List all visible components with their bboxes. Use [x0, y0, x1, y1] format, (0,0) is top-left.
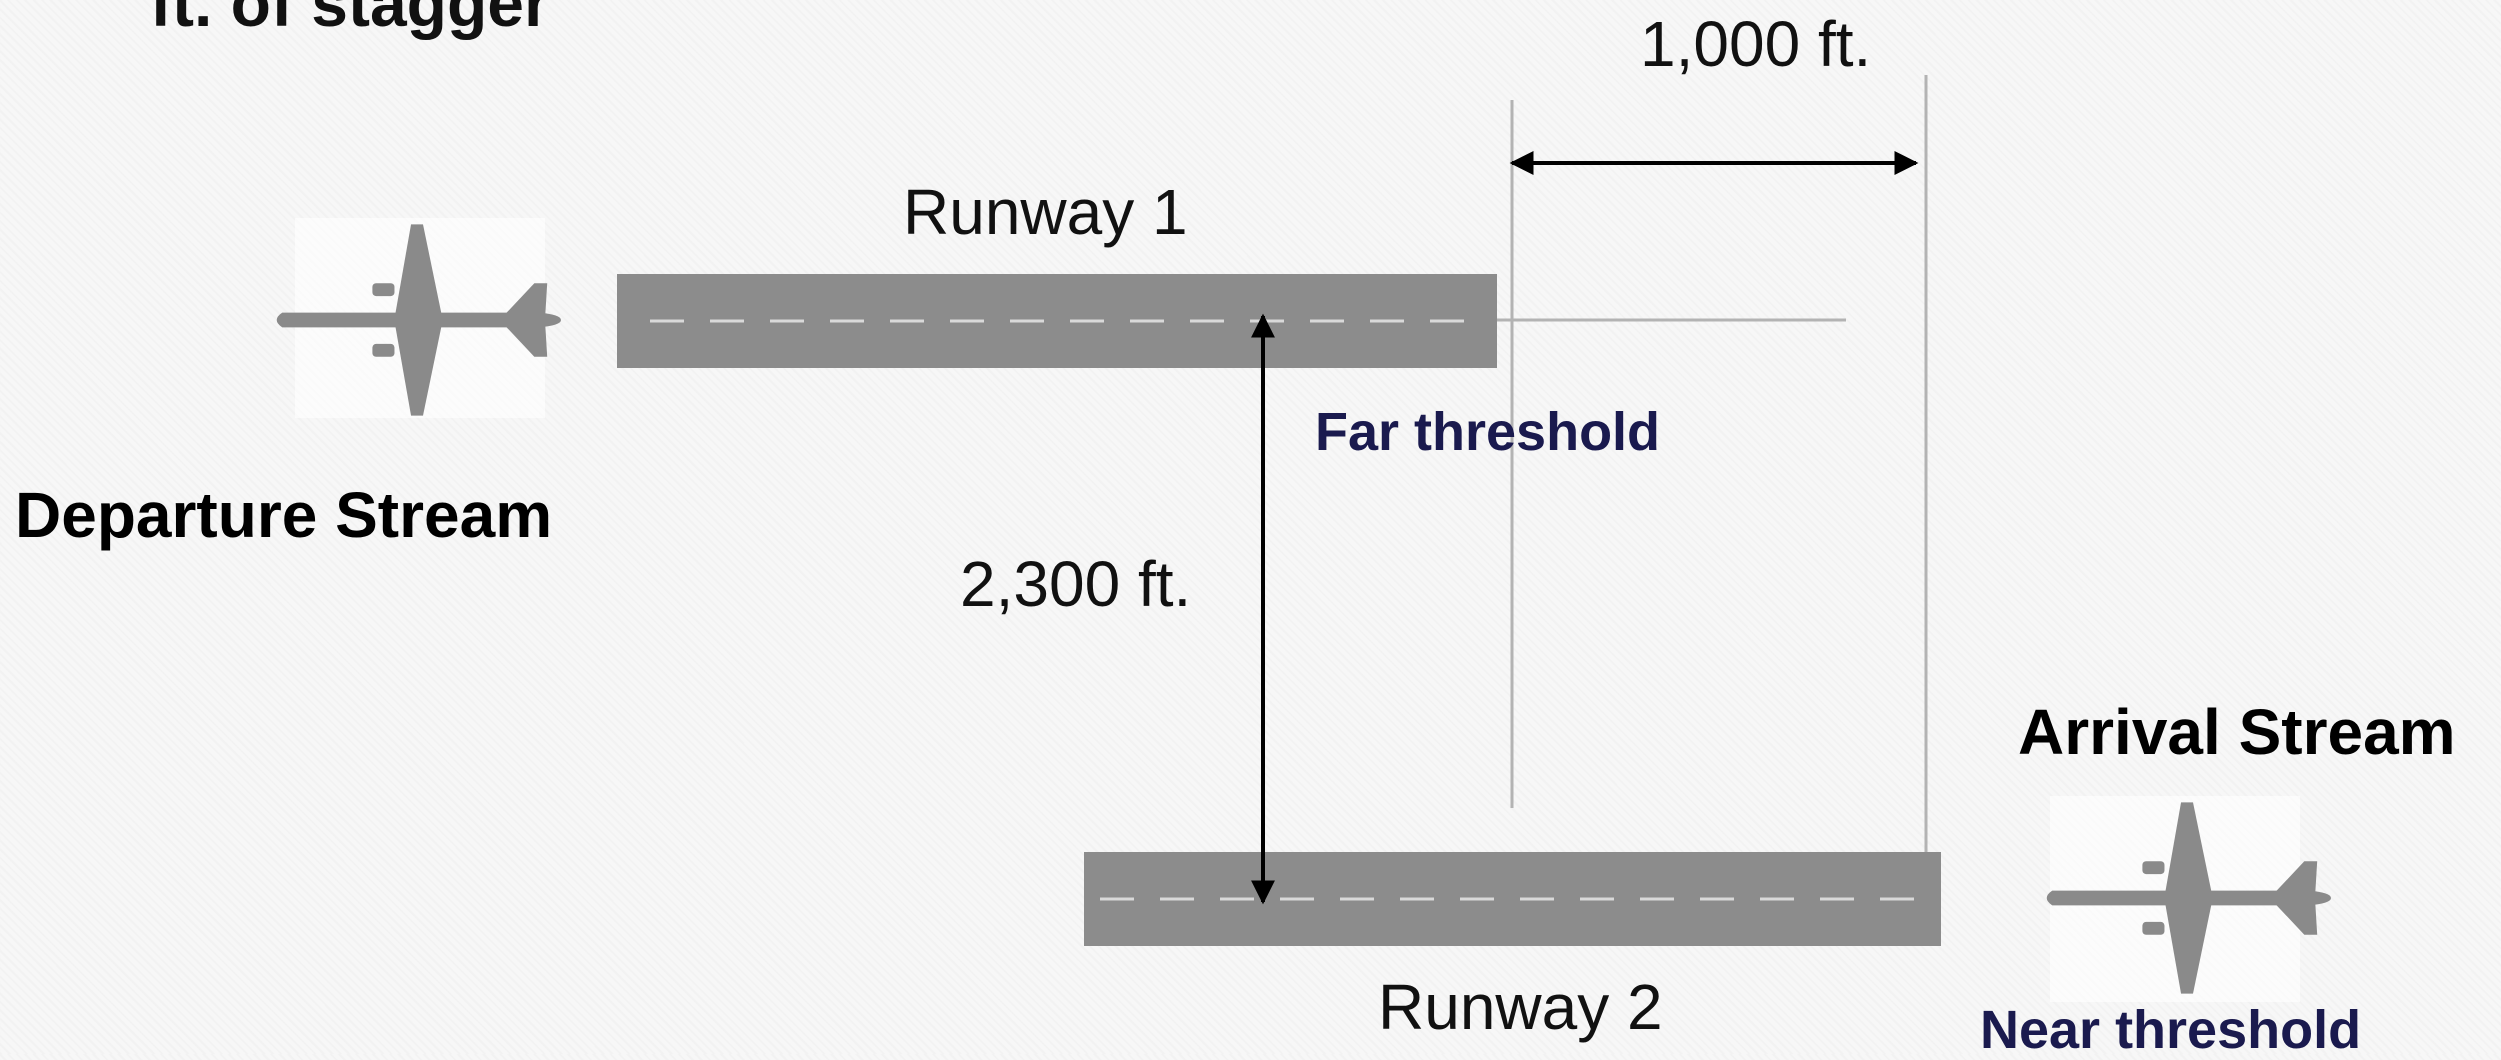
separation-distance-label: 2,300 ft.: [960, 548, 1192, 620]
diagram-heading: ft. of stagger: [150, 0, 550, 40]
runway-2-label: Runway 2: [1378, 971, 1663, 1043]
runway-1-label: Runway 1: [903, 176, 1188, 248]
stagger-distance-label: 1,000 ft.: [1640, 8, 1872, 80]
arrival-stream-label: Arrival Stream: [2018, 696, 2456, 768]
runway-1: [617, 274, 1497, 368]
near-threshold-label: Near threshold: [1980, 1000, 2362, 1060]
runway-2: [1084, 852, 1941, 946]
far-threshold-label: Far threshold: [1315, 402, 1661, 462]
departure-stream-label: Departure Stream: [15, 479, 553, 551]
